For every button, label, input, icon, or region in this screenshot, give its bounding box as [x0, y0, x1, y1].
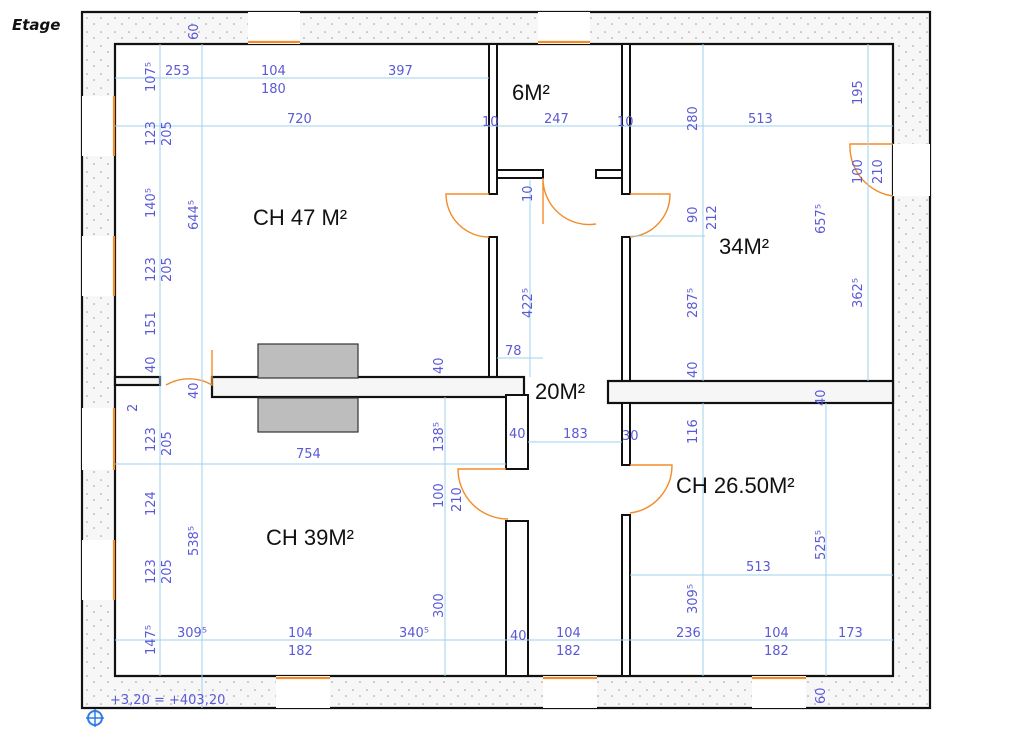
dim-label: 104 — [764, 626, 789, 641]
room-label-ch47: CH 47 M² — [253, 205, 347, 230]
dimension-labels: 253 104 180 397 720 10 247 10 513 78 754… — [110, 64, 863, 708]
dim-label: 362⁵ — [851, 278, 866, 308]
dim-label: 657⁵ — [814, 204, 829, 234]
dim-label: 182 — [556, 644, 581, 659]
dim-label: 2 — [126, 404, 141, 412]
dim-label: 300 — [432, 593, 447, 618]
dim-label: 210 — [450, 487, 465, 512]
room-label-34m2: 34M² — [719, 234, 769, 259]
plan-title: Etage — [12, 16, 61, 34]
room-label-20m2: 20M² — [535, 379, 585, 404]
dim-label: 287⁵ — [686, 288, 701, 318]
dim-label: 140⁵ — [144, 188, 159, 218]
dim-label: 104 — [288, 626, 313, 641]
chimney-block-lower — [257, 397, 359, 433]
dim-label: 60 — [814, 687, 829, 704]
dim-label: 754 — [296, 447, 321, 462]
room-label-ch26: CH 26.50M² — [676, 473, 795, 498]
dim-label: 100 — [851, 159, 866, 184]
dim-label: 513 — [748, 112, 773, 127]
dim-label: 247 — [544, 112, 569, 127]
dim-label: 309⁵ — [686, 584, 701, 614]
dim-label: 123 — [144, 427, 159, 452]
dim-label: 182 — [764, 644, 789, 659]
dim-label: 280 — [686, 106, 701, 131]
room-label-ch39: CH 39M² — [266, 525, 354, 550]
dim-label: 253 — [165, 64, 190, 79]
chimney-block-upper — [257, 343, 359, 379]
dim-label: 205 — [160, 431, 175, 456]
dim-label: 422⁵ — [521, 288, 536, 318]
dim-label: 173 — [838, 626, 863, 641]
dim-label: 205 — [160, 559, 175, 584]
door-swings — [165, 143, 894, 520]
dim-label: 10 — [617, 115, 634, 130]
dim-label: 538⁵ — [187, 526, 202, 556]
dim-label: 107⁵ — [144, 62, 159, 92]
dim-label: 147⁵ — [144, 625, 159, 655]
dim-label: 40 — [686, 361, 701, 378]
dim-label: 205 — [160, 121, 175, 146]
dimension-labels-vertical: 60 107⁵ 123 205 280 195 100 210 140⁵ 644… — [126, 23, 886, 704]
dim-label: 10 — [521, 185, 536, 202]
dim-label: 309⁵ — [177, 626, 207, 641]
dim-label: 100 — [432, 483, 447, 508]
dim-label: 60 — [187, 23, 202, 40]
dim-label: 40 — [187, 382, 202, 399]
dimension-lines — [115, 44, 893, 708]
dim-label: 525⁵ — [814, 530, 829, 560]
dim-label: 104 — [556, 626, 581, 641]
dim-label: 644⁵ — [187, 200, 202, 230]
dim-label: 720 — [287, 112, 312, 127]
interior-walls — [113, 43, 895, 677]
dim-label: 212 — [705, 205, 720, 230]
dim-label: 30 — [622, 429, 639, 444]
origin-crosshair-icon — [86, 709, 104, 727]
dim-label: 78 — [505, 344, 522, 359]
dim-label: 513 — [746, 560, 771, 575]
dim-label: 123 — [144, 121, 159, 146]
dim-label: 180 — [261, 82, 286, 97]
dim-label: 210 — [871, 159, 886, 184]
dim-label: 195 — [851, 80, 866, 105]
dim-label: +3,20 = +403,20 — [110, 693, 225, 708]
room-label-6m2: 6M² — [512, 80, 550, 105]
dim-label: 236 — [676, 626, 701, 641]
dim-label: 40 — [510, 629, 527, 644]
dim-label: 123 — [144, 257, 159, 282]
dim-label: 40 — [814, 389, 829, 406]
dim-label: 183 — [563, 427, 588, 442]
dim-label: 124 — [144, 491, 159, 516]
dim-label: 123 — [144, 559, 159, 584]
dim-label: 182 — [288, 644, 313, 659]
dim-label: 104 — [261, 64, 286, 79]
dim-label: 40 — [432, 357, 447, 374]
dim-label: 397 — [388, 64, 413, 79]
dim-label: 205 — [160, 257, 175, 282]
windows — [82, 12, 930, 708]
dim-label: 138⁵ — [432, 422, 447, 452]
dim-label: 90 — [686, 206, 701, 223]
dim-label: 40 — [144, 356, 159, 373]
dim-label: 40 — [509, 427, 526, 442]
dim-label: 116 — [686, 419, 701, 444]
dim-label: 340⁵ — [399, 626, 429, 641]
dim-label: 10 — [482, 115, 499, 130]
dim-label: 151 — [144, 311, 159, 336]
